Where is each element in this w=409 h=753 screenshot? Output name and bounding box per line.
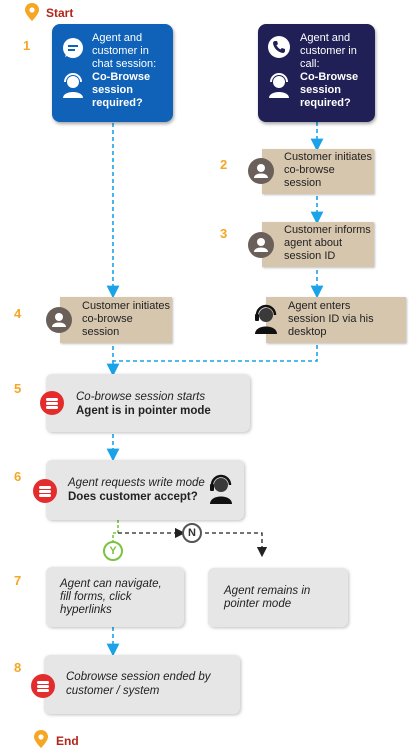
pointer-remains-box: Agent remains in pointer mode xyxy=(208,568,348,627)
customer-icon xyxy=(46,307,72,333)
session-starts-line1: Co-browse session starts xyxy=(76,391,206,403)
start-pin-icon xyxy=(25,3,39,21)
call-box-question2: session xyxy=(300,84,341,96)
phone-icon xyxy=(268,36,290,58)
customer-informs-line3: session ID xyxy=(284,250,336,262)
call-box-line3: call: xyxy=(300,58,320,70)
step-number-2: 2 xyxy=(220,157,228,172)
session-ended-line2: customer / system xyxy=(66,685,160,697)
customer-icon xyxy=(248,158,274,184)
session-starts-line2: Agent is in pointer mode xyxy=(76,405,211,417)
yes-decision-badge: Y xyxy=(103,541,123,561)
navigate-line1: Agent can navigate, xyxy=(60,578,162,590)
write-mode-line2: Does customer accept? xyxy=(68,491,198,503)
end-label: End xyxy=(56,734,79,748)
agent-enters-box: Agent enters session ID via his desktop xyxy=(266,297,406,343)
no-decision-badge: N xyxy=(182,523,202,543)
chat-box-question3: required? xyxy=(92,97,143,109)
agent-enters-line1: Agent enters xyxy=(288,300,351,312)
customer-initiates-right-line1: Customer initiates xyxy=(284,151,373,163)
chat-box-question1: Co-Browse xyxy=(92,71,151,83)
agent-enters-line2: session ID via his xyxy=(288,313,374,325)
customer-icon xyxy=(248,232,274,258)
customer-initiates-right-box: Customer initiates co-browse session xyxy=(262,149,374,194)
step-number-7: 7 xyxy=(14,573,22,588)
agent-enters-line3: desktop xyxy=(288,326,327,338)
chat-box-line2: customer in xyxy=(92,45,149,57)
step-number-8: 8 xyxy=(14,660,22,675)
customer-informs-box: Customer informs agent about session ID xyxy=(262,222,374,267)
agent-headset-icon xyxy=(210,474,232,504)
customer-initiates-left-line1: Customer initiates xyxy=(82,300,171,312)
write-mode-line1: Agent requests write mode xyxy=(68,477,205,489)
pointer-remains-line2: pointer mode xyxy=(224,598,292,610)
customer-initiates-left-line2: co-browse xyxy=(82,313,133,325)
chat-session-box: Agent and customer in chat session: Co-B… xyxy=(52,24,173,122)
call-box-line1: Agent and xyxy=(300,32,351,44)
agent-headset-icon xyxy=(63,73,83,98)
call-box-question1: Co-Browse xyxy=(300,71,359,83)
customer-informs-line2: agent about xyxy=(284,237,343,249)
cobrowse-app-icon xyxy=(33,479,57,503)
cobrowse-app-icon xyxy=(40,391,64,415)
start-label: Start xyxy=(46,6,74,20)
step-number-1: 1 xyxy=(23,38,31,53)
session-ended-box: Cobrowse session ended by customer / sys… xyxy=(44,655,240,714)
agent-headset-icon xyxy=(255,304,277,334)
navigate-box: Agent can navigate, fill forms, click hy… xyxy=(46,567,184,627)
call-session-box: Agent and customer in call: Co-Browse se… xyxy=(258,24,375,122)
step-number-4: 4 xyxy=(14,306,22,321)
customer-initiates-right-line2: co-browse xyxy=(284,164,335,176)
step-number-3: 3 xyxy=(220,226,228,241)
cobrowse-app-icon xyxy=(31,674,55,698)
call-box-line2: customer in xyxy=(300,45,357,57)
customer-initiates-right-line3: session xyxy=(284,177,322,189)
call-box-question3: required? xyxy=(300,97,351,109)
navigate-line3: hyperlinks xyxy=(60,604,112,616)
session-starts-box: Co-browse session starts Agent is in poi… xyxy=(46,374,250,432)
chat-box-line1: Agent and xyxy=(92,32,143,44)
chat-box-question2: session xyxy=(92,84,133,96)
step-number-6: 6 xyxy=(14,469,22,484)
chat-bubble-icon xyxy=(63,38,83,58)
navigate-line2: fill forms, click xyxy=(60,591,132,603)
customer-initiates-left-line3: session xyxy=(82,326,120,338)
agent-headset-icon xyxy=(269,73,289,98)
pointer-remains-line1: Agent remains in xyxy=(224,585,311,597)
session-ended-line1: Cobrowse session ended by xyxy=(66,671,211,683)
chat-box-line3: chat session: xyxy=(92,58,157,70)
customer-initiates-left-box: Customer initiates co-browse session xyxy=(60,297,172,343)
end-pin-icon xyxy=(34,730,48,748)
step-number-5: 5 xyxy=(14,381,22,396)
customer-informs-line1: Customer informs xyxy=(284,224,371,236)
